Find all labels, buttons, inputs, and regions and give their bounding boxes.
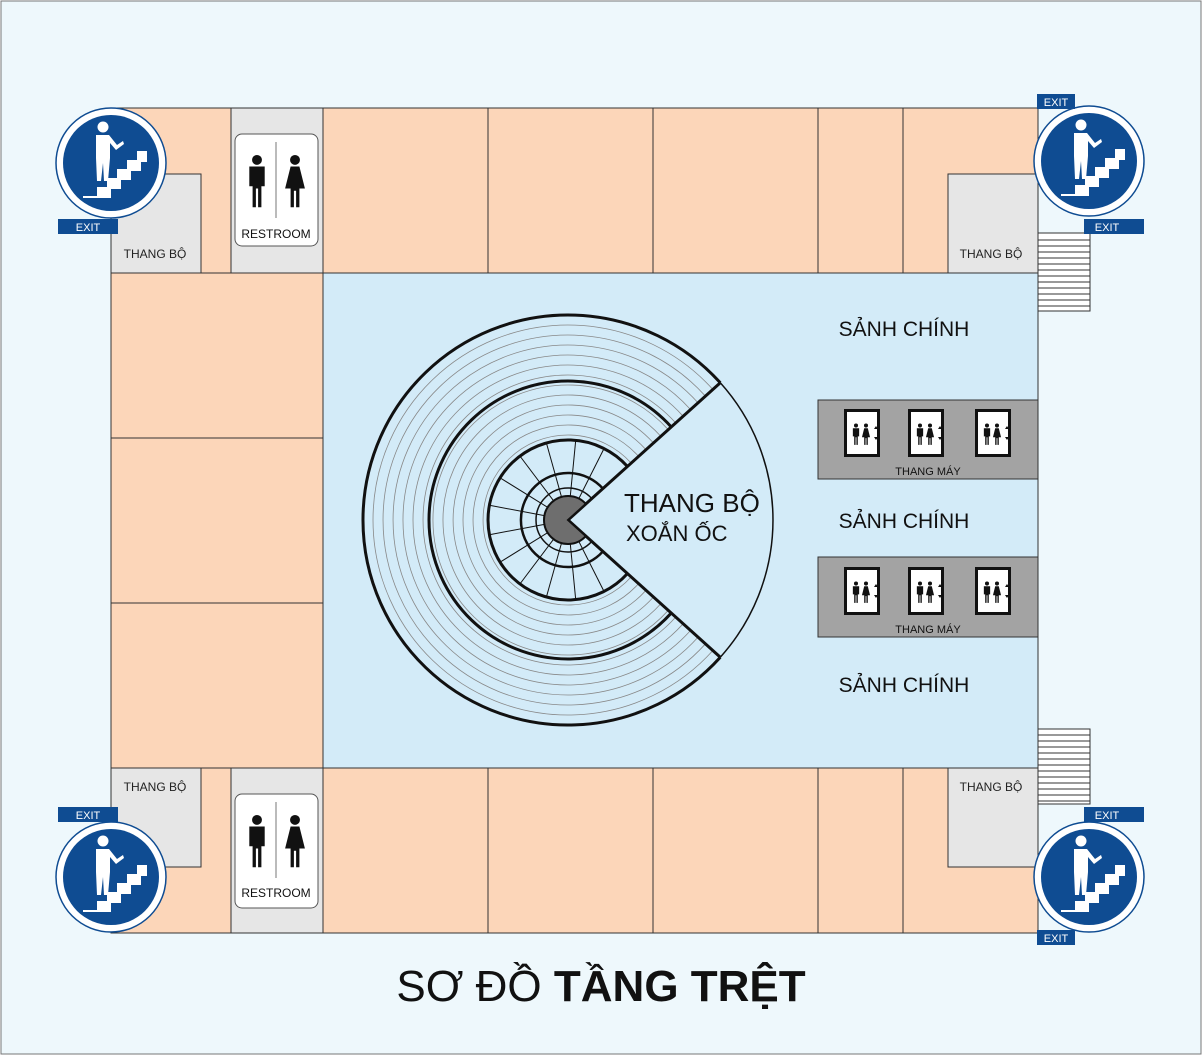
elevator-icon bbox=[975, 409, 1011, 457]
restroom-sign-top: RESTROOM bbox=[234, 133, 319, 247]
title-bold: TẦNG TRỆT bbox=[553, 962, 806, 1011]
stair-room-bottom-right bbox=[947, 767, 1039, 868]
outdoor-steps-bottom bbox=[1037, 728, 1091, 805]
restroom-label: RESTROOM bbox=[241, 227, 310, 241]
exit-sign-bottom-right: EXIT EXIT bbox=[1033, 807, 1145, 945]
spiral-core-ring bbox=[519, 471, 604, 569]
spiral-wall-ring bbox=[486, 438, 629, 602]
spiral-tread-ring bbox=[372, 324, 714, 716]
spiral-landing-arc bbox=[719, 382, 774, 658]
spiral-staircase bbox=[361, 313, 774, 727]
exit-label: EXIT bbox=[1095, 222, 1120, 234]
spiral-tread-ring bbox=[432, 384, 669, 656]
spiral-gap-edge bbox=[566, 381, 722, 522]
stairs-label-bottom-left: THANG BỘ bbox=[124, 779, 187, 794]
emergency-stairs-icon bbox=[1033, 821, 1145, 933]
elevator-icon bbox=[975, 567, 1011, 615]
stairs-label-top-left: THANG BỘ bbox=[124, 246, 187, 261]
elevator-label: THANG MÁY bbox=[895, 623, 961, 636]
stairs-label-bottom-right: THANG BỘ bbox=[960, 779, 1023, 794]
spiral-radial-tread bbox=[578, 541, 605, 592]
spiral-gap-edge bbox=[566, 518, 722, 659]
spiral-tread-ring bbox=[402, 354, 691, 686]
page-title: SƠ ĐỒ TẦNG TRỆT bbox=[0, 962, 1202, 1012]
spiral-radial-tread bbox=[499, 477, 548, 508]
spiral-tread-ring bbox=[452, 404, 654, 636]
lobby-label-top: SẢNH CHÍNH bbox=[839, 318, 970, 341]
spiral-tread-ring bbox=[472, 424, 639, 616]
spiral-radial-tread bbox=[578, 448, 605, 499]
elevator-icon bbox=[908, 567, 944, 615]
spiral-wall-ring bbox=[427, 379, 673, 661]
elevator-icon bbox=[844, 567, 880, 615]
spiral-radial-tread bbox=[519, 538, 554, 585]
elevator-label: THANG MÁY bbox=[895, 465, 961, 478]
exit-label: EXIT bbox=[1044, 933, 1069, 945]
spiral-radial-tread bbox=[489, 523, 545, 536]
exit-label: EXIT bbox=[76, 810, 101, 822]
exit-label: EXIT bbox=[1095, 810, 1120, 822]
spiral-tread-ring bbox=[462, 414, 647, 626]
spiral-radial-tread bbox=[545, 542, 562, 598]
spiral-tread-ring bbox=[482, 434, 632, 606]
spiral-radial-tread bbox=[519, 455, 554, 502]
stair-room-top-right bbox=[947, 173, 1039, 274]
spiral-label-line2: XOẮN ỐC bbox=[626, 520, 728, 546]
spiral-radial-tread bbox=[545, 442, 562, 498]
restroom-label: RESTROOM bbox=[241, 886, 310, 900]
exit-sign-top-right: EXIT EXIT bbox=[1033, 94, 1145, 234]
bottom-shops bbox=[322, 768, 904, 933]
outdoor-steps-top bbox=[1037, 232, 1091, 312]
spiral-floor bbox=[362, 315, 721, 725]
exit-label: EXIT bbox=[1044, 97, 1069, 109]
spiral-tread-ring bbox=[392, 344, 699, 696]
elevator-icon bbox=[844, 409, 880, 457]
restroom-sign-bottom: RESTROOM bbox=[234, 793, 319, 909]
elevator-bank-top: THANG MÁY bbox=[817, 399, 1039, 480]
emergency-stairs-icon bbox=[55, 821, 167, 933]
elevator-icon bbox=[908, 409, 944, 457]
spiral-label-line1: THANG BỘ bbox=[624, 488, 760, 518]
spiral-tread-ring bbox=[412, 364, 684, 676]
title-prefix: SƠ ĐỒ bbox=[396, 962, 542, 1011]
spiral-tread-ring bbox=[382, 334, 706, 706]
spiral-tread-ring bbox=[422, 374, 677, 666]
spiral-center-pillar bbox=[543, 495, 588, 545]
spiral-radial-tread bbox=[489, 504, 545, 517]
spiral-tread-ring bbox=[442, 394, 662, 646]
spiral-radial-tread bbox=[499, 532, 548, 563]
spiral-radial-tread bbox=[569, 543, 577, 600]
emergency-stairs-icon bbox=[55, 107, 167, 219]
exit-label: EXIT bbox=[76, 222, 101, 234]
lobby-label-bottom: SẢNH CHÍNH bbox=[839, 674, 970, 697]
emergency-stairs-icon bbox=[1033, 105, 1145, 217]
spiral-core-ring-inner bbox=[535, 487, 593, 553]
exit-sign-top-left: EXIT bbox=[55, 107, 167, 234]
exit-sign-bottom-left: EXIT bbox=[55, 807, 167, 933]
spiral-radial-tread bbox=[569, 440, 577, 497]
lobby-label-middle: SẢNH CHÍNH bbox=[839, 510, 970, 533]
spiral-wall-ring bbox=[361, 313, 722, 727]
stairs-label-top-right: THANG BỘ bbox=[960, 246, 1023, 261]
elevator-bank-bottom: THANG MÁY bbox=[817, 556, 1039, 638]
